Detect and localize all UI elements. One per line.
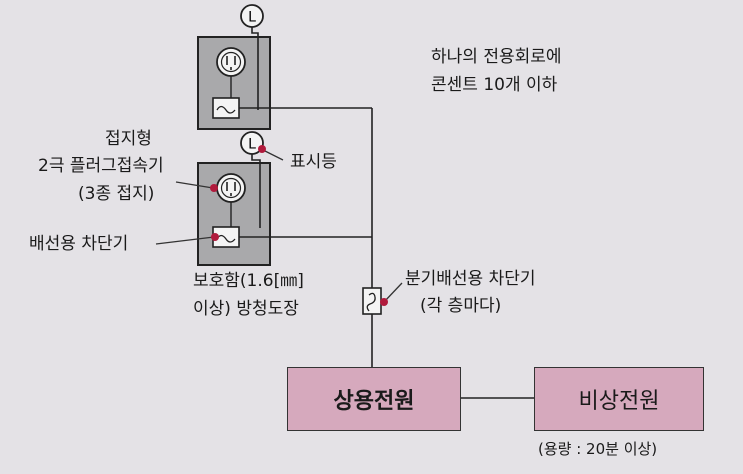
branch-leader-dot xyxy=(380,298,388,306)
indicator-leader-dot xyxy=(258,145,266,153)
plug-label-line2: 2극 플러그접속기 xyxy=(38,156,164,176)
lower-lamp-letter: L xyxy=(248,137,256,153)
plug-leader-dot xyxy=(210,184,218,192)
emergency-power-box: 비상전원 xyxy=(534,367,704,431)
emergency-power-label: 비상전원 xyxy=(578,389,660,414)
upper-lamp-letter: L xyxy=(248,10,256,26)
upper-breaker-icon xyxy=(212,97,240,119)
protect-box-label-line1: 보호함(1.6[㎜] xyxy=(193,271,304,291)
top-note-line2: 콘센트 10개 이하 xyxy=(431,75,558,95)
top-note-line1: 하나의 전용회로에 xyxy=(431,47,562,67)
capacity-note: (용량 : 20분 이상) xyxy=(538,440,658,458)
commercial-power-box: 상용전원 xyxy=(287,367,461,431)
wiring-breaker-label: 배선용 차단기 xyxy=(29,234,129,254)
breaker-leader-dot xyxy=(211,233,219,241)
indicator-label: 표시등 xyxy=(290,152,337,172)
branch-breaker-icon xyxy=(362,287,382,315)
plug-label-line1: 접지형 xyxy=(105,129,152,149)
protect-box-label-line2: 이상) 방청도장 xyxy=(193,299,299,319)
plug-label-line3: (3종 접지) xyxy=(78,184,155,204)
branch-breaker-label-line2: (각 층마다) xyxy=(420,296,502,316)
commercial-power-label: 상용전원 xyxy=(333,389,415,414)
branch-breaker-label-line1: 분기배선용 차단기 xyxy=(405,269,536,289)
